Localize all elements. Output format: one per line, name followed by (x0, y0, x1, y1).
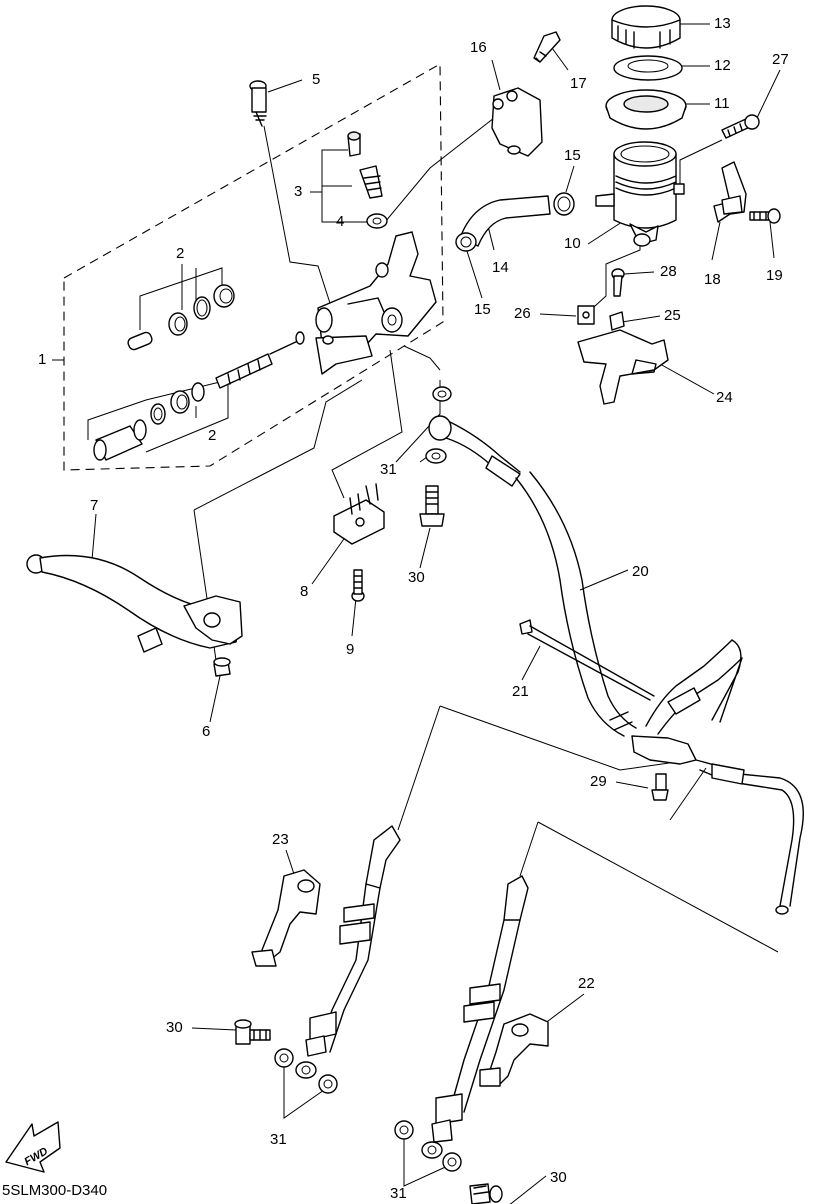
reservoir-cap (611, 5, 681, 49)
bracket-bolt-27 (721, 114, 760, 139)
callout-31a: 31 (380, 461, 397, 478)
hose-clip-upper (553, 192, 575, 216)
callout-4: 4 (336, 213, 345, 230)
callout-29: 29 (590, 773, 607, 790)
callout-9: 9 (346, 641, 355, 658)
brake-hose-left (295, 825, 401, 1079)
brake-hose-right (421, 875, 529, 1159)
callout-26: 26 (514, 305, 531, 322)
reservoir-tank (595, 141, 685, 247)
callout-10: 10 (564, 235, 581, 252)
kit-boundary (63, 63, 444, 471)
callout-7: 7 (90, 497, 99, 514)
copper-washer-top (432, 386, 452, 402)
master-cylinder-holder (491, 87, 543, 157)
callout-30c: 30 (550, 1169, 567, 1186)
callout-19: 19 (766, 267, 783, 284)
nut-25 (609, 311, 625, 331)
callout-15b: 15 (474, 301, 491, 318)
piston-assembly-lower (93, 331, 305, 461)
callout-17: 17 (570, 75, 587, 92)
callout-8: 8 (300, 583, 309, 600)
callout-12: 12 (714, 57, 731, 74)
nut-26 (577, 305, 595, 325)
washer-left-2 (318, 1074, 338, 1094)
callout-24: 24 (716, 389, 733, 406)
callout-20: 20 (632, 563, 649, 580)
callout-31c: 31 (390, 1185, 407, 1202)
callout-2a: 2 (176, 245, 185, 262)
copper-washer-bottom (425, 448, 447, 464)
callout-6: 6 (202, 723, 211, 740)
drawing-code: 5SLM300-D340 (2, 1182, 108, 1199)
callout-23: 23 (272, 831, 289, 848)
reservoir-plate (613, 55, 683, 81)
banjo-bolt-left (234, 1019, 271, 1045)
callout-30a: 30 (408, 569, 425, 586)
screw-28 (611, 268, 625, 297)
callout-21: 21 (512, 683, 529, 700)
hose-holder-23 (251, 869, 321, 967)
hose-joint (631, 639, 804, 915)
callout-13: 13 (714, 15, 731, 32)
leader-lines (52, 23, 781, 1204)
brake-lever (26, 554, 243, 653)
hose-holder-22 (479, 1013, 549, 1087)
reservoir-bracket (713, 161, 747, 223)
reservoir-hose (459, 195, 551, 247)
callout-14: 14 (492, 259, 509, 276)
piston-kit-upper (127, 284, 235, 351)
brake-light-switch (333, 483, 385, 545)
brake-hose-main (428, 415, 637, 737)
callout-22: 22 (578, 975, 595, 992)
banjo-bolt-right (469, 1183, 503, 1204)
bleed-screw (347, 131, 388, 229)
washer-left-1 (274, 1048, 294, 1068)
callout-18: 18 (704, 271, 721, 288)
forward-arrow-icon: FWD (5, 1121, 61, 1173)
callout-15a: 15 (564, 147, 581, 164)
banjo-bolt-upper (419, 485, 445, 527)
callout-2b: 2 (208, 427, 217, 444)
cable-tie (519, 619, 655, 701)
pivot-screw (249, 80, 267, 127)
bracket-bolt-19 (749, 208, 781, 224)
lever-nut (213, 657, 231, 677)
union-bolt (651, 773, 669, 801)
callout-1: 1 (38, 351, 47, 368)
reservoir-diaphragm (605, 89, 687, 130)
callout-31b: 31 (270, 1131, 287, 1148)
callout-25: 25 (664, 307, 681, 324)
callout-28: 28 (660, 263, 677, 280)
master-cylinder-body (315, 231, 437, 375)
callout-3: 3 (294, 183, 303, 200)
callout-27: 27 (772, 51, 789, 68)
callout-5: 5 (312, 71, 321, 88)
washer-right-1 (394, 1120, 414, 1140)
switch-screw (351, 569, 365, 602)
hose-clip-lower (455, 232, 477, 252)
holder-bolt (533, 31, 561, 63)
callout-16: 16 (470, 39, 487, 56)
callout-11: 11 (714, 95, 730, 112)
switch-bracket (577, 329, 669, 405)
washer-right-2 (442, 1152, 462, 1172)
callout-30b: 30 (166, 1019, 183, 1036)
